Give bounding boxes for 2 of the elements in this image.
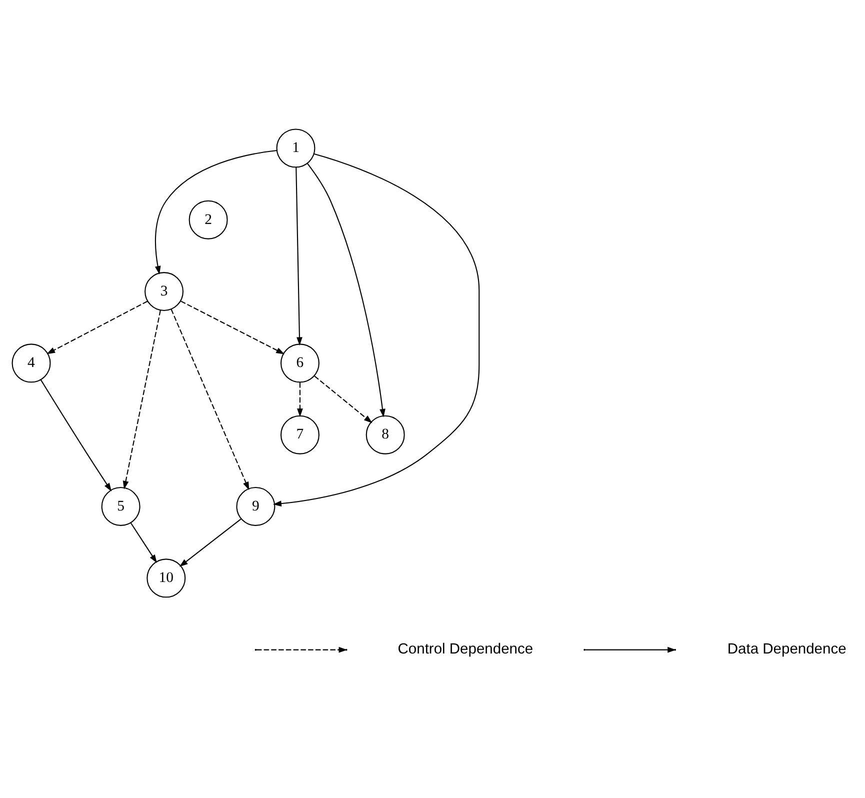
legend-label: Data Dependence (727, 642, 846, 658)
legend-label: Control Dependence (398, 642, 534, 658)
